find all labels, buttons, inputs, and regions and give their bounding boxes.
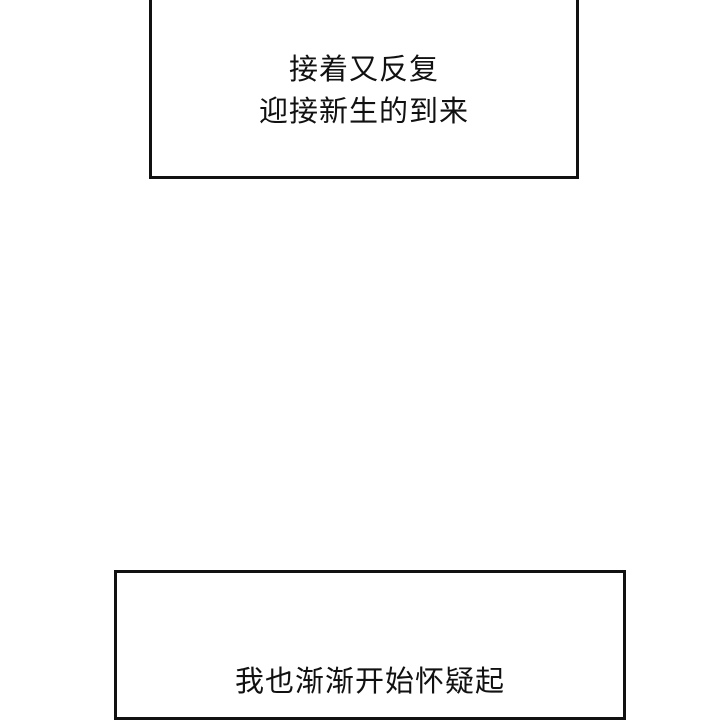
narration-box-1: 接着又反复 迎接新生的到来: [149, 0, 579, 179]
narration-line: 我也渐渐开始怀疑起: [234, 664, 505, 698]
narration-line: 接着又反复: [288, 52, 439, 86]
narration-box-2: 我也渐渐开始怀疑起: [114, 570, 626, 720]
narration-line: 迎接新生的到来: [258, 94, 469, 128]
